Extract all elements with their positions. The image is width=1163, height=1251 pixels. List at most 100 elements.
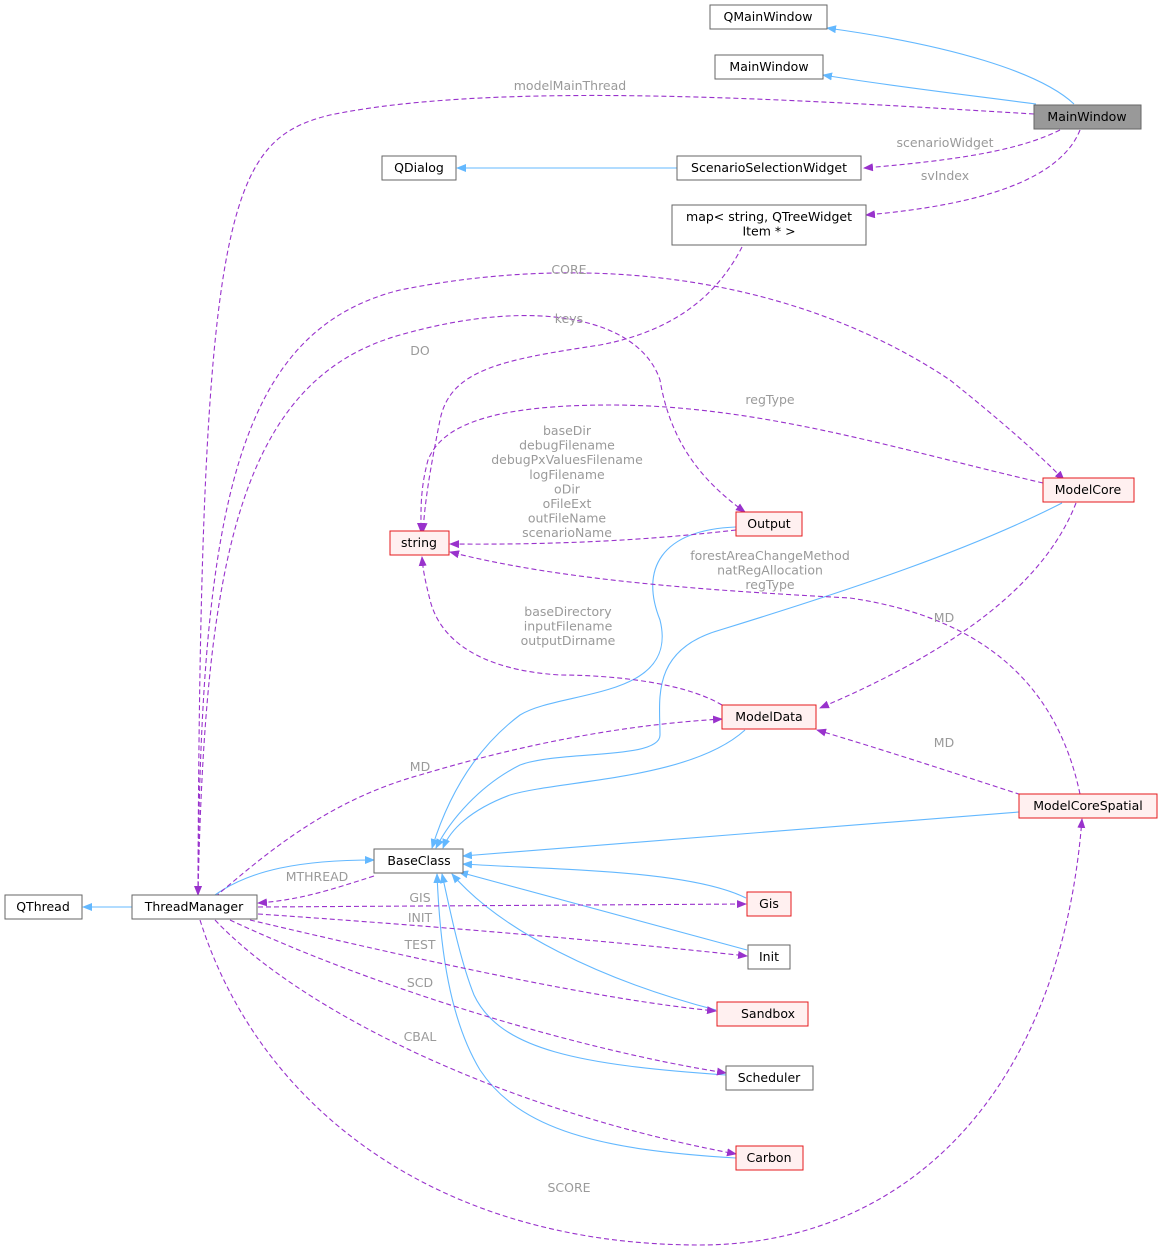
nodes: QMainWindow MainWindow MainWindow QDialo… bbox=[4, 4, 1158, 1171]
label-md-core: MD bbox=[934, 610, 954, 625]
label-line: oDir bbox=[554, 481, 581, 496]
label-line: string bbox=[401, 535, 437, 550]
node-qmainwindow[interactable]: QMainWindow bbox=[709, 4, 828, 30]
label-line: ModelData bbox=[735, 709, 802, 724]
node-baseclass[interactable]: BaseClass bbox=[373, 848, 464, 874]
label-line: DO bbox=[410, 343, 430, 358]
label-line: oFileExt bbox=[543, 496, 592, 511]
label-line: Init bbox=[759, 949, 779, 964]
label-line: Scheduler bbox=[738, 1070, 801, 1085]
label-line: Carbon bbox=[746, 1150, 791, 1165]
svg-text:Gis: Gis bbox=[759, 896, 779, 911]
label-init: INIT bbox=[408, 910, 433, 925]
label-line: BaseClass bbox=[387, 853, 450, 868]
label-line: ModelCoreSpatial bbox=[1033, 798, 1143, 813]
label-line: MD bbox=[934, 610, 954, 625]
label-md-spatial: MD bbox=[934, 735, 954, 750]
label-line: regType bbox=[745, 392, 795, 407]
label-md-thread: MD bbox=[410, 759, 430, 774]
edge-modeldata-string bbox=[418, 556, 723, 706]
label-core: CORE bbox=[551, 262, 586, 277]
usage-edges bbox=[194, 94, 1086, 1246]
node-modelcore[interactable]: ModelCore bbox=[1042, 477, 1135, 503]
node-gis[interactable]: Gis bbox=[746, 891, 792, 917]
label-line: scenarioName bbox=[522, 525, 612, 540]
inheritance-edges bbox=[82, 25, 1075, 1159]
label-line: ThreadManager bbox=[144, 899, 244, 914]
svg-text:Sandbox: Sandbox bbox=[741, 1006, 795, 1021]
label-line: logFilename bbox=[529, 467, 605, 482]
node-init[interactable]: Init bbox=[747, 944, 791, 970]
node-sandbox[interactable]: Sandbox bbox=[716, 1001, 809, 1027]
node-mainwindow[interactable]: MainWindow bbox=[1033, 104, 1142, 130]
label-line: MainWindow bbox=[729, 59, 808, 74]
edge-init bbox=[257, 913, 748, 960]
node-threadmanager[interactable]: ThreadManager bbox=[131, 894, 258, 920]
edge-mainwindow-qmainwindow bbox=[826, 25, 1075, 105]
label-line: QMainWindow bbox=[724, 9, 813, 24]
label-scenariowidget: scenarioWidget bbox=[897, 135, 994, 150]
edge-output-string bbox=[449, 529, 737, 549]
edge-svindex bbox=[865, 129, 1081, 219]
edge-gis-baseclass bbox=[462, 860, 747, 899]
label-line: map< string, QTreeWidget bbox=[686, 209, 852, 224]
edge-modelmainthread bbox=[194, 94, 1035, 896]
label-line: INIT bbox=[408, 910, 433, 925]
label-line: forestAreaChangeMethod bbox=[690, 548, 850, 563]
edge-gis bbox=[257, 900, 747, 909]
svg-text:QDialog: QDialog bbox=[394, 160, 444, 175]
node-scheduler[interactable]: Scheduler bbox=[725, 1065, 814, 1091]
svg-text:MainWindow: MainWindow bbox=[1047, 109, 1126, 124]
svg-text:string: string bbox=[401, 535, 437, 550]
node-qthread[interactable]: QThread bbox=[4, 894, 83, 920]
label-line: debugPxValuesFilename bbox=[491, 452, 643, 467]
label-line: MD bbox=[934, 735, 954, 750]
node-mainwindow-base[interactable]: MainWindow bbox=[714, 54, 824, 80]
label-line: SCORE bbox=[547, 1180, 590, 1195]
edge-md-core bbox=[819, 502, 1077, 709]
label-line: QThread bbox=[16, 899, 70, 914]
label-line: outFileName bbox=[528, 511, 607, 526]
edge-mainwindow-mainwindow-base bbox=[822, 72, 1037, 105]
label-regtype: regType bbox=[745, 392, 795, 407]
svg-text:ModelCoreSpatial: ModelCoreSpatial bbox=[1033, 798, 1143, 813]
edge-md-thread bbox=[214, 715, 723, 898]
node-scenarioselectionwidget[interactable]: ScenarioSelectionWidget bbox=[676, 155, 862, 181]
node-modelcorespatial[interactable]: ModelCoreSpatial bbox=[1018, 793, 1158, 819]
label-svindex: svIndex bbox=[921, 168, 969, 183]
edge-init-baseclass bbox=[458, 870, 748, 951]
svg-text:ScenarioSelectionWidget: ScenarioSelectionWidget bbox=[691, 160, 847, 175]
label-modelmainthread: modelMainThread bbox=[514, 78, 626, 93]
svg-text:Scheduler: Scheduler bbox=[738, 1070, 801, 1085]
node-modeldata[interactable]: ModelData bbox=[721, 704, 817, 730]
label-line: outputDirname bbox=[521, 633, 616, 648]
label-score: SCORE bbox=[547, 1180, 590, 1195]
svg-text:Carbon: Carbon bbox=[746, 1150, 791, 1165]
edge-carbon-baseclass bbox=[433, 873, 737, 1159]
node-output[interactable]: Output bbox=[735, 511, 803, 537]
label-line: scenarioWidget bbox=[897, 135, 994, 150]
label-line: Sandbox bbox=[741, 1006, 795, 1021]
label-line: ScenarioSelectionWidget bbox=[691, 160, 847, 175]
label-line: CBAL bbox=[404, 1029, 437, 1044]
svg-text:BaseClass: BaseClass bbox=[387, 853, 450, 868]
label-line: ModelCore bbox=[1055, 482, 1122, 497]
edge-modelcore-baseclass bbox=[435, 502, 1063, 849]
svg-text:QThread: QThread bbox=[16, 899, 70, 914]
label-line: MTHREAD bbox=[286, 869, 349, 884]
label-line: QDialog bbox=[394, 160, 444, 175]
edge-threadmanager-baseclass bbox=[214, 856, 375, 896]
svg-text:Output: Output bbox=[747, 516, 791, 531]
edge-scenariowidget bbox=[863, 129, 1061, 172]
node-string[interactable]: string bbox=[389, 530, 450, 556]
edge-output-baseclass bbox=[430, 526, 737, 849]
node-carbon[interactable]: Carbon bbox=[735, 1145, 804, 1171]
node-qdialog[interactable]: QDialog bbox=[381, 155, 457, 181]
label-line: GIS bbox=[409, 890, 430, 905]
label-line: baseDir bbox=[543, 423, 592, 438]
label-line: CORE bbox=[551, 262, 586, 277]
edge-regtype-core bbox=[416, 404, 1044, 533]
